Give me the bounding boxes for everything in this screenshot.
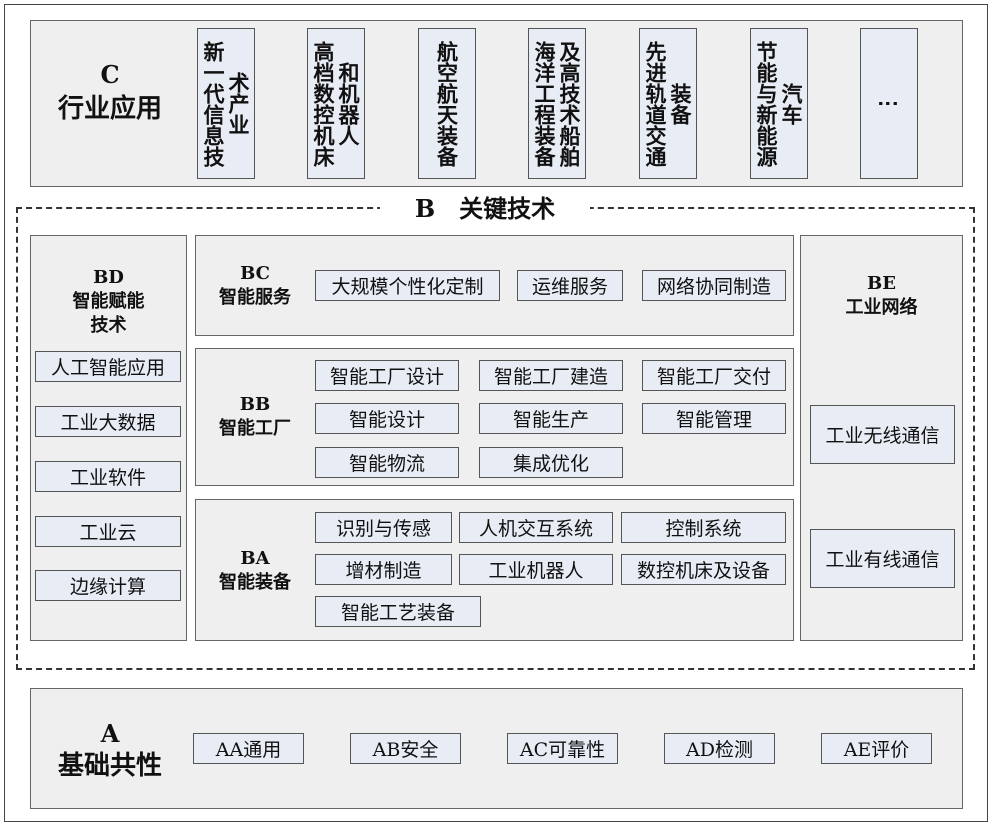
industry-item: 海洋工程装备及高技术船舶 xyxy=(528,28,586,179)
foundation-item: AC可靠性 xyxy=(507,733,618,764)
foundation-item: AA通用 xyxy=(193,733,304,764)
bc-item: 运维服务 xyxy=(517,270,623,301)
ba-item: 工业机器人 xyxy=(459,554,613,585)
bd-item: 工业云 xyxy=(35,516,181,547)
ba-item: 识别与传感 xyxy=(315,512,452,543)
industry-item-text: 航空航天装备 xyxy=(434,40,460,167)
industry-item: 高档数控机床和机器人 xyxy=(307,28,365,179)
bc-item: 大规模个性化定制 xyxy=(315,270,500,301)
industry-item-text: 海洋工程装备 xyxy=(532,40,557,167)
section-title: 基础共性 xyxy=(57,751,162,781)
diagram-frame xyxy=(4,4,988,822)
industry-item-text: 术产业 xyxy=(226,72,251,135)
industry-item-text: ⋮ xyxy=(876,93,902,114)
bc-label: BC 智能服务 xyxy=(205,262,305,310)
ba-label: BA 智能装备 xyxy=(205,547,305,595)
bd-item: 工业软件 xyxy=(35,461,181,492)
be-label: BE 工业网络 xyxy=(800,272,963,320)
industry-item-text: 汽车 xyxy=(779,82,804,125)
ba-item: 增材制造 xyxy=(315,554,452,585)
ba-item: 智能工艺装备 xyxy=(315,596,481,627)
bb-item: 智能设计 xyxy=(315,403,459,434)
section-code: A xyxy=(100,719,120,748)
bb-item: 智能管理 xyxy=(642,403,786,434)
ba-item: 人机交互系统 xyxy=(459,512,613,543)
bc-item: 网络协同制造 xyxy=(642,270,786,301)
industry-item-text: 和机器人 xyxy=(336,61,361,146)
bb-item: 智能工厂设计 xyxy=(315,360,459,391)
bb-item: 智能工厂交付 xyxy=(642,360,786,391)
industry-item-text: 装备 xyxy=(668,82,693,125)
industry-item: ⋮ xyxy=(860,28,918,179)
section-code: C xyxy=(100,60,120,89)
bd-label: BD 智能赋能 技术 xyxy=(30,266,187,338)
bb-item: 集成优化 xyxy=(479,447,623,478)
ba-item: 数控机床及设备 xyxy=(621,554,786,585)
bb-label: BB 智能工厂 xyxy=(205,393,305,441)
industry-item-text: 先进轨道交通 xyxy=(643,40,668,167)
foundation-item: AB安全 xyxy=(350,733,461,764)
section-code: BC xyxy=(240,263,270,284)
industry-item-text: 及高技术船舶 xyxy=(557,40,582,167)
section-code: BE xyxy=(867,273,896,294)
industry-application-label: C 行业应用 xyxy=(40,58,180,126)
bd-item: 边缘计算 xyxy=(35,570,181,601)
bb-item: 智能物流 xyxy=(315,447,459,478)
section-title: 工业网络 xyxy=(845,297,918,318)
key-technology-title: B 关键技术 xyxy=(380,194,590,224)
section-code: BB xyxy=(239,394,271,415)
section-title: 行业应用 xyxy=(57,94,162,124)
foundation-label: A 基础共性 xyxy=(40,718,180,782)
be-item: 工业有线通信 xyxy=(810,529,955,588)
bd-item: 工业大数据 xyxy=(35,406,181,437)
be-item: 工业无线通信 xyxy=(810,405,955,464)
industry-item: 先进轨道交通装备 xyxy=(639,28,697,179)
industry-item: 航空航天装备 xyxy=(418,28,476,179)
industry-item-text: 节能与新能源 xyxy=(754,40,779,167)
bb-item: 智能生产 xyxy=(479,403,623,434)
industry-item-text: 高档数控机床 xyxy=(311,40,336,167)
section-title: 智能装备 xyxy=(219,572,291,593)
foundation-item: AD检测 xyxy=(664,733,775,764)
section-title-line2: 技术 xyxy=(90,315,127,336)
industry-item: 节能与新能源汽车 xyxy=(750,28,808,179)
industry-item-text: 新一代信息技 xyxy=(201,40,226,167)
foundation-panel xyxy=(30,688,963,809)
ba-item: 控制系统 xyxy=(621,512,786,543)
section-title: 智能工厂 xyxy=(219,418,291,439)
section-code: BD xyxy=(93,267,124,288)
industry-item: 新一代信息技术产业 xyxy=(197,28,255,179)
bb-item: 智能工厂建造 xyxy=(479,360,623,391)
section-code: BA xyxy=(240,548,270,569)
bd-item: 人工智能应用 xyxy=(35,351,181,382)
section-title: 智能赋能 xyxy=(72,291,145,312)
foundation-item: AE评价 xyxy=(821,733,932,764)
section-title: 智能服务 xyxy=(219,287,291,308)
